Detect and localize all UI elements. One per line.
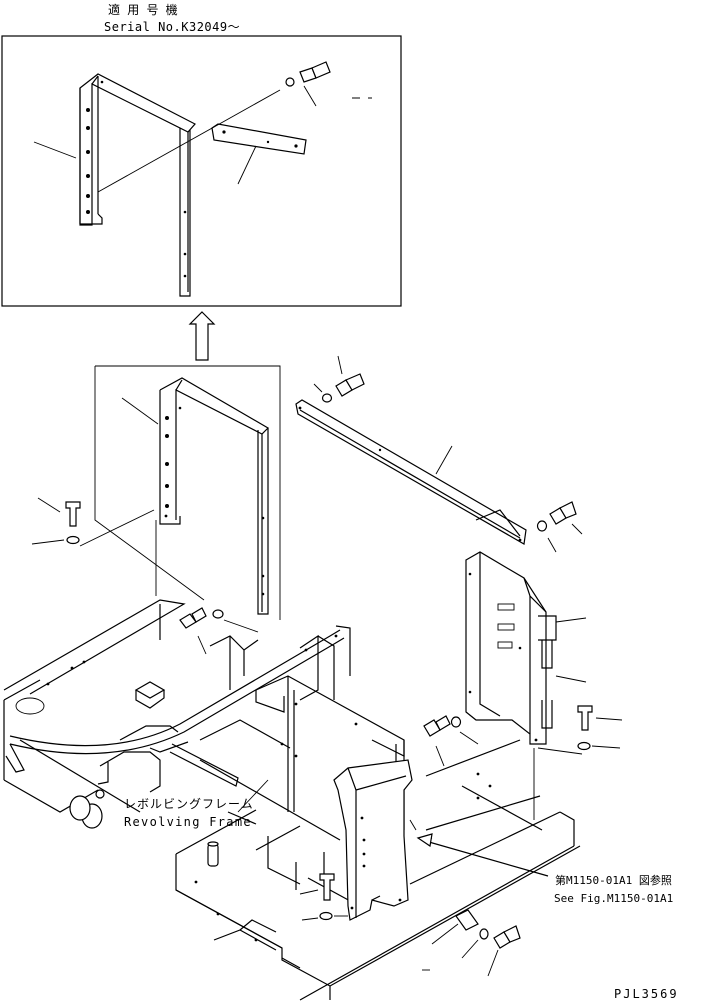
right-lower-bolt — [537, 705, 623, 755]
left-bolt — [31, 497, 155, 547]
right-upper-bolt — [536, 501, 583, 553]
lower-left-bolt — [299, 873, 348, 921]
inset-detail-box — [1, 35, 402, 307]
reference-arrow — [416, 833, 549, 877]
cross-bar — [295, 399, 527, 545]
inset-mounting-plate — [211, 123, 307, 155]
frame-bolt — [179, 607, 259, 655]
front-post — [333, 759, 413, 921]
inset-frame-bracket — [79, 73, 196, 297]
serial-number-label: Serial No.K32049～ — [104, 20, 240, 34]
drawing-number: PJL3569 — [614, 987, 679, 1001]
see-fig-label-jp: 第M1150-01A1 図参照 — [555, 873, 672, 887]
upward-arrow — [188, 311, 216, 361]
main-frame-bracket — [121, 377, 269, 615]
lower-right-bolt — [422, 909, 521, 977]
right-side-panel — [465, 551, 587, 745]
main-frame-bracket-outline — [94, 365, 281, 620]
revolving-frame — [3, 599, 581, 1001]
applicability-heading: 適 用 号 機 — [108, 2, 178, 17]
middle-bolt — [423, 711, 479, 767]
upper-bolt — [313, 355, 365, 403]
inset-bolt — [285, 61, 331, 87]
see-fig-label-en: See Fig.M1150-01A1 — [554, 892, 673, 905]
revolving-frame-label-en: Revolving Frame — [124, 815, 252, 829]
revolving-frame-label-jp: レボルビングフレーム — [124, 797, 254, 811]
